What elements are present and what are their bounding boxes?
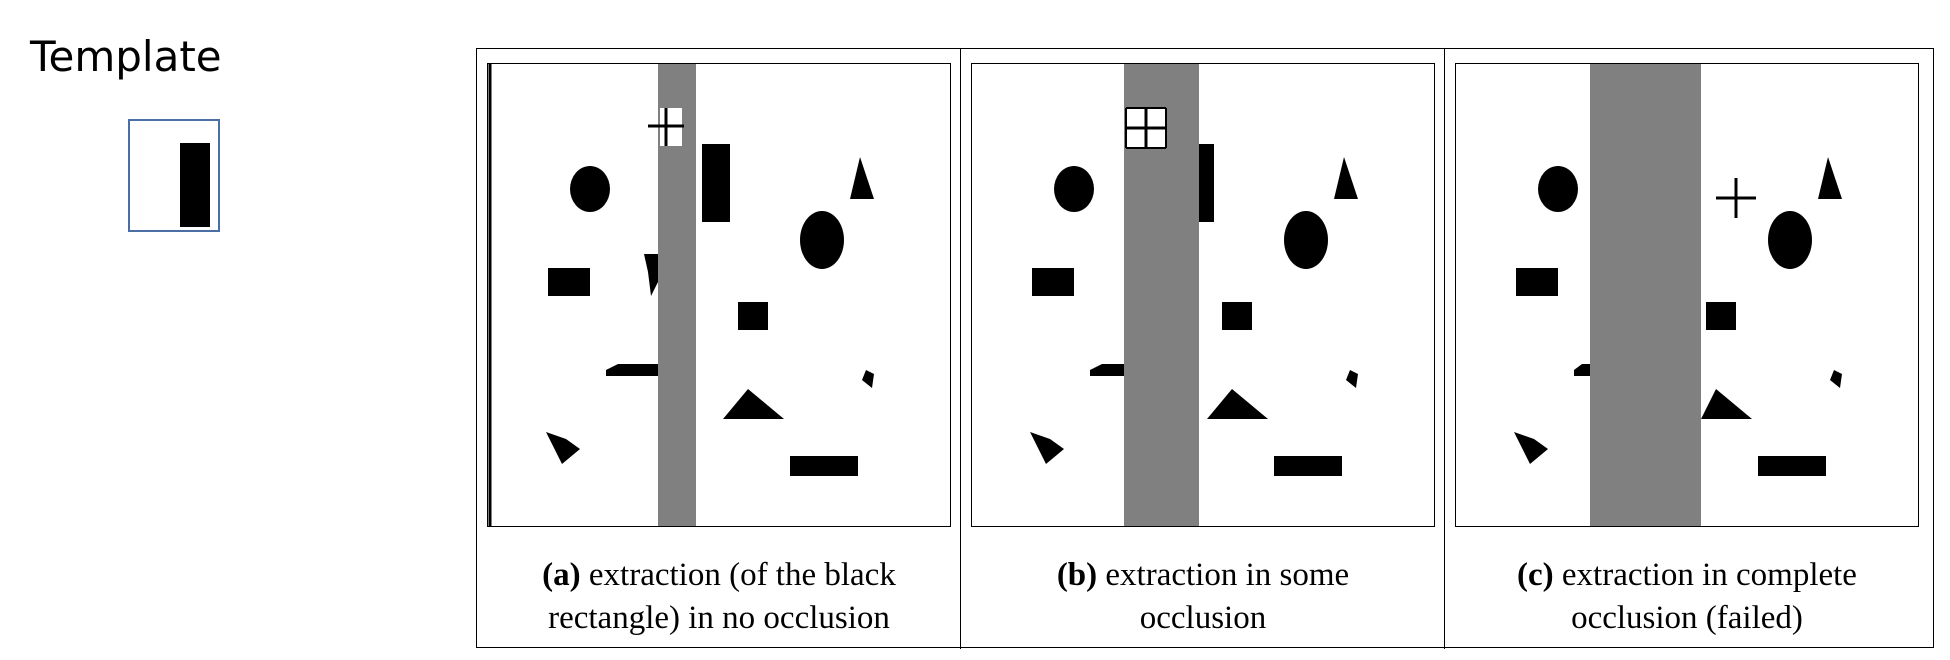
caption-a-line1: extraction (of the black (580, 557, 896, 593)
caption-b: (b) extraction in some occlusion (961, 554, 1445, 640)
template-title: Template (30, 32, 222, 81)
column-divider (960, 49, 961, 649)
panel-a-image (487, 63, 951, 527)
column-divider (1444, 49, 1445, 649)
caption-c-label: (c) (1517, 557, 1554, 593)
panel-b-image (971, 63, 1435, 527)
caption-c-line2: occlusion (failed) (1571, 600, 1803, 636)
caption-a-line2: rectangle) in no occlusion (548, 600, 890, 636)
caption-a: (a) extraction (of the black rectangle) … (477, 554, 961, 640)
panel-c-image (1455, 63, 1919, 527)
caption-a-label: (a) (542, 557, 581, 593)
caption-c-line1: extraction in complete (1553, 557, 1857, 593)
template-black-rectangle (180, 143, 210, 227)
caption-b-label: (b) (1056, 557, 1098, 593)
template-image (128, 119, 220, 232)
results-table: (a) extraction (of the black rectangle) … (476, 48, 1934, 649)
caption-b-line2: occlusion (1139, 600, 1267, 636)
caption-b-line1: extraction in some (1097, 557, 1350, 593)
caption-c: (c) extraction in complete occlusion (fa… (1445, 554, 1929, 640)
